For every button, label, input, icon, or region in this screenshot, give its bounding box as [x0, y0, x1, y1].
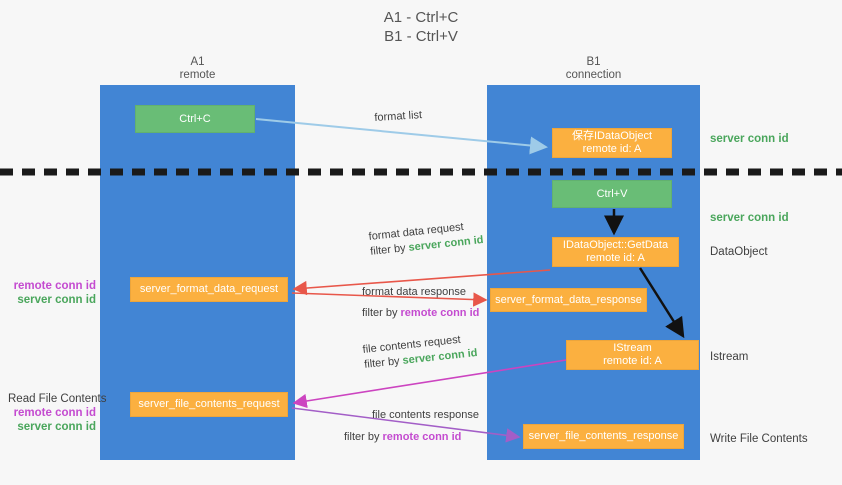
node-ctrl-v[interactable]: Ctrl+V: [552, 180, 672, 208]
annotation-remote-conn-id-1: remote conn id: [13, 280, 96, 292]
edge-label-file-contents-response-filter: filter by remote conn id: [344, 430, 479, 445]
node-server-format-data-request[interactable]: server_format_data_request: [130, 277, 288, 302]
node-istream-line1: IStream: [613, 342, 652, 354]
annotation-group-file: Read File Contents remote conn id server…: [8, 392, 107, 434]
node-server-format-data-response-label: server_format_data_response: [495, 293, 642, 306]
title-line-2: B1 - Ctrl+V: [384, 28, 458, 45]
annotation-remote-conn-id-2: remote conn id: [13, 407, 96, 419]
annotation-server-conn-id-2: server conn id: [17, 421, 96, 433]
annotation-server-conn-id-1: server conn id: [17, 294, 96, 306]
filter-prefix-3: filter by: [363, 354, 404, 371]
filter-prefix-4: filter by: [344, 431, 383, 443]
node-ctrl-v-label: Ctrl+V: [596, 187, 628, 200]
edge-label-format-data-response-line1: format data response: [362, 286, 466, 298]
node-getdata-line1: IDataObject::GetData: [562, 239, 669, 251]
node-istream-line2: remote id: A: [603, 355, 662, 367]
node-server-file-contents-response[interactable]: server_file_contents_response: [523, 424, 684, 449]
filter-prefix-2: filter by: [362, 307, 401, 319]
edge-label-file-contents-response: file contents response filter by remote …: [344, 408, 480, 445]
filter-value-remote-conn-id-1: remote conn id: [400, 307, 480, 319]
edge-label-file-contents-response-line1: file contents response: [372, 409, 480, 421]
lane-a1-name: A1: [190, 56, 205, 68]
annotation-server-conn-id-top: server conn id: [710, 133, 789, 145]
annotation-server-conn-id-mid: server conn id: [710, 212, 789, 224]
node-server-format-data-request-label: server_format_data_request: [139, 283, 279, 295]
edge-label-format-list: format list: [374, 109, 423, 124]
lane-b1-name: B1: [586, 56, 601, 68]
annotation-read-file-contents: Read File Contents: [8, 393, 107, 405]
node-save-idataobject-line1: 保存IDataObject: [571, 130, 653, 142]
node-server-format-data-response[interactable]: server_format_data_response: [490, 288, 647, 312]
lane-a1-role: remote: [179, 69, 216, 81]
node-getdata-text: IDataObject::GetData remote id: A: [563, 239, 668, 265]
annotation-dataobject: DataObject: [710, 246, 768, 258]
edge-label-format-data-response: format data response filter by remote co…: [362, 285, 479, 321]
edge-label-file-contents-request: file contents request filter by server c…: [362, 331, 478, 373]
annotation-istream: Istream: [710, 351, 749, 363]
node-server-file-contents-request[interactable]: server_file_contents_request: [130, 392, 288, 417]
node-getdata-line2: remote id: A: [586, 252, 645, 264]
lane-b1-role: connection: [565, 69, 622, 81]
node-server-file-contents-request-label: server_file_contents_request: [138, 398, 280, 410]
node-istream-text: IStream remote id: A: [603, 342, 662, 368]
annotation-write-file-contents: Write File Contents: [710, 433, 808, 445]
node-ctrl-c-label: Ctrl+C: [179, 112, 211, 125]
node-idataobject-getdata[interactable]: IDataObject::GetData remote id: A: [552, 237, 679, 267]
edge-label-format-data-response-filter: filter by remote conn id: [362, 306, 479, 321]
node-save-idataobject-text: 保存IDataObject remote id: A: [572, 130, 652, 156]
node-ctrl-c[interactable]: Ctrl+C: [135, 105, 255, 133]
lane-header-b1: B1 connection: [487, 56, 700, 82]
annotation-group-format: remote conn id server conn id: [8, 279, 96, 307]
filter-value-remote-conn-id-2: remote conn id: [382, 431, 462, 443]
page-title: A1 - Ctrl+C B1 - Ctrl+V: [0, 8, 842, 46]
node-save-idataobject[interactable]: 保存IDataObject remote id: A: [552, 128, 672, 158]
node-server-file-contents-response-label: server_file_contents_response: [528, 430, 679, 442]
title-line-1: A1 - Ctrl+C: [383, 9, 459, 26]
node-save-idataobject-line2: remote id: A: [582, 143, 642, 155]
node-istream[interactable]: IStream remote id: A: [566, 340, 699, 370]
filter-prefix-1: filter by: [369, 241, 410, 258]
edge-label-format-data-request: format data request filter by server con…: [368, 218, 484, 260]
lane-header-a1: A1 remote: [100, 56, 295, 82]
